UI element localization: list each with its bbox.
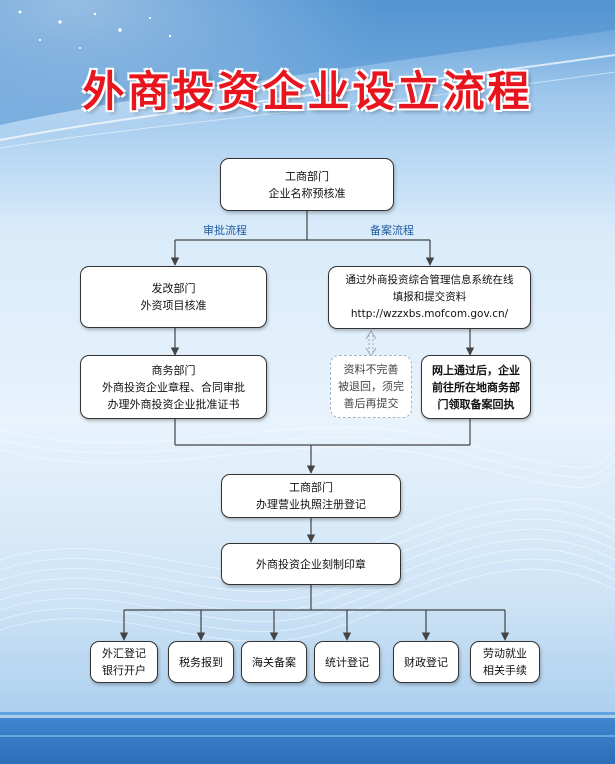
box-line: 门领取备案回执 [437,397,515,411]
box-line: 办理外商投资企业批准证书 [107,397,240,411]
box-line: 前往所在地商务部 [432,380,520,394]
url-text: http://wzzxbs.mofcom.gov.cn/ [350,308,509,320]
box-line: 海关备案 [252,655,296,669]
box-line: 工商部门 [289,481,333,494]
filing-receipt-box: 网上通过后，企业 前往所在地商务部 门领取备案回执 [421,355,531,419]
box-line: 劳动就业 [483,647,527,660]
customs-filing-box: 海关备案 [241,641,307,683]
box-line: 工商部门 [285,169,329,183]
business-license-box: 工商部门 办理营业执照注册登记 [221,474,401,518]
ndrc-approval-box: 发改部门 外资项目核准 [80,266,267,328]
page-title: 外商投资企业设立流程 [82,67,533,116]
box-line: 通过外商投资综合管理信息系统在线 [345,274,514,286]
labor-procedures-box: 劳动就业 相关手续 [470,641,540,683]
forex-bank-box: 外汇登记 银行开户 [90,641,158,683]
box-line: 善后再提交 [343,397,399,410]
box-line: 银行开户 [102,664,146,677]
box-line: 外资项目核准 [140,299,207,312]
box-line: 外汇登记 [102,647,146,660]
box-line: 发改部门 [151,282,196,295]
box-line: 被退回，须完 [338,380,404,393]
box-line: 资料不完善 [343,363,399,376]
box-line: 填报和提交资料 [392,291,467,303]
box-line: 相关手续 [483,664,527,677]
aic-name-precheck-box: 工商部门 企业名称预核准 [220,158,394,211]
incomplete-return-box: 资料不完善 被退回，须完 善后再提交 [330,355,412,418]
box-line: 办理营业执照注册登记 [256,498,366,511]
tax-registration-box: 税务报到 [168,641,234,683]
box-line: 外商投资企业章程、合同审批 [102,380,245,394]
double-arrow [365,330,377,357]
box-line: 企业名称预核准 [268,186,346,200]
approval-flow-label: 审批流程 [203,224,247,237]
commerce-approval-box: 商务部门 外商投资企业章程、合同审批 办理外商投资企业批准证书 [80,355,267,419]
box-line: 外商投资企业刻制印章 [256,557,366,571]
filing-flow-label: 备案流程 [370,224,414,237]
box-line: 财政登记 [404,655,448,669]
seal-making-box: 外商投资企业刻制印章 [221,543,401,585]
box-line: 税务报到 [179,655,223,669]
box-line: 统计登记 [325,655,369,669]
box-line: 商务部门 [151,363,196,377]
statistics-registration-box: 统计登记 [314,641,380,683]
box-line: 网上通过后，企业 [432,363,520,377]
finance-registration-box: 财政登记 [393,641,459,683]
online-system-box: 通过外商投资综合管理信息系统在线 填报和提交资料 http://wzzxbs.m… [328,266,531,329]
